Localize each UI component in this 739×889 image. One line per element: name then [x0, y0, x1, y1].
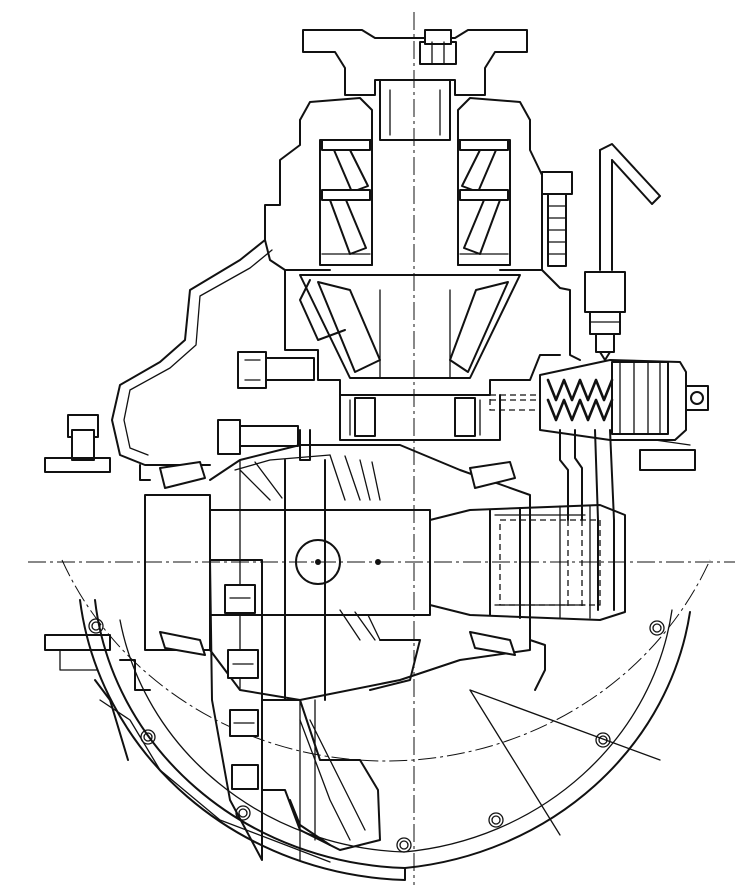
lower-casting: [94, 639, 421, 863]
shift-fork: [559, 429, 615, 611]
ring-gear: [209, 559, 381, 861]
drive-pinion: [299, 274, 521, 379]
pinion-bearing-housing: [264, 97, 543, 271]
vent-plug: [541, 171, 573, 267]
right-output-shaft: [429, 394, 626, 621]
housing-bolt-holes: [88, 618, 665, 853]
carrier-bearings: [119, 461, 546, 691]
left-mounting-pads: [44, 414, 696, 671]
main-housing: [111, 239, 581, 466]
breather-sensor: [584, 143, 661, 361]
input-flange: [302, 29, 528, 141]
carrier-housing-circle: [61, 559, 711, 881]
diff-lock-actuator: [490, 359, 709, 441]
ring-gear-bolts-upper: [217, 351, 315, 455]
